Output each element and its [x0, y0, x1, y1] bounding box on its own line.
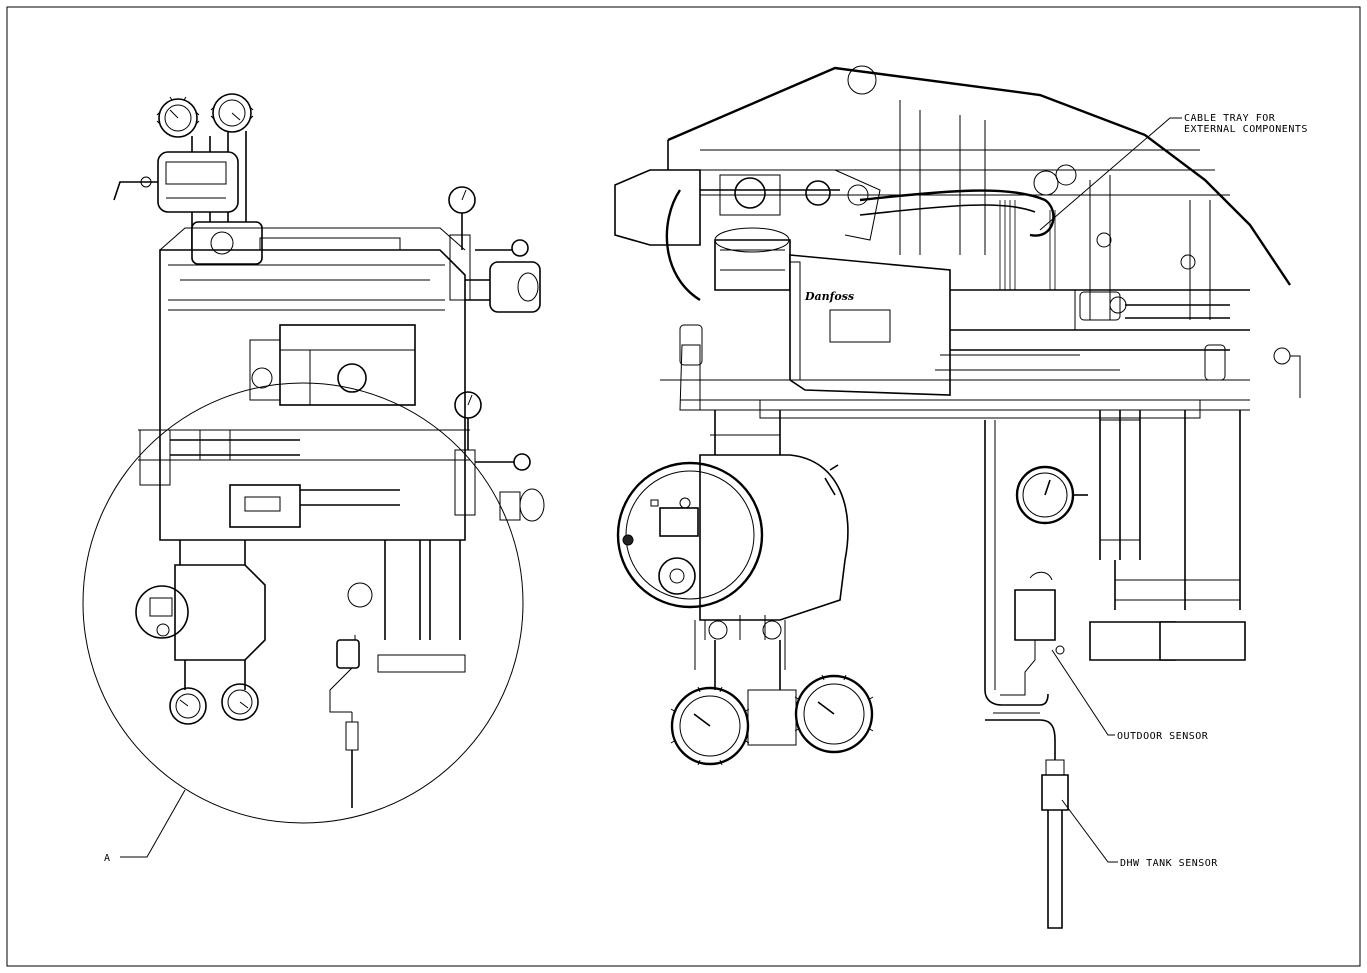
bottom-thermometer-right	[221, 683, 259, 721]
pump-control-buttons	[658, 557, 696, 595]
top-thermometer-left	[156, 96, 200, 138]
pump-display	[659, 507, 699, 537]
dhw-sensor-probe	[1047, 810, 1063, 929]
overall-unit-view: A	[82, 93, 545, 864]
bottom-thermometer-large-left	[670, 686, 750, 766]
cable-tray	[859, 189, 1055, 237]
brand-logo: Danfoss	[804, 290, 854, 303]
cable-tray-label-line1: CABLE TRAY FOR	[1184, 113, 1276, 124]
outdoor-sensor-label: OUTDOOR SENSOR	[1117, 731, 1209, 742]
cutaway-boundary	[667, 66, 1291, 286]
dhw-sensor-fitting	[1041, 774, 1069, 811]
cable-tray-label-line2: EXTERNAL COMPONENTS	[1184, 124, 1308, 135]
sheet-border	[6, 6, 1361, 967]
pump-head	[616, 461, 764, 609]
bottom-thermometer-left	[169, 687, 207, 725]
pressure-gauge-top	[448, 186, 476, 301]
dhw-tank-sensor-label: DHW TANK SENSOR	[1120, 858, 1218, 869]
outdoor-sensor-body	[1014, 589, 1056, 641]
top-thermometer-right	[210, 93, 254, 133]
circulation-pump-small	[174, 564, 266, 661]
detail-circle-a	[82, 382, 524, 824]
detail-label-a: A	[104, 853, 111, 864]
valve-actuator-box	[789, 254, 951, 396]
pressure-gauge-mid	[454, 391, 482, 516]
detail-a-enlarged-view: Danfoss	[614, 65, 1301, 929]
bottom-thermometer-large-right	[794, 674, 874, 754]
